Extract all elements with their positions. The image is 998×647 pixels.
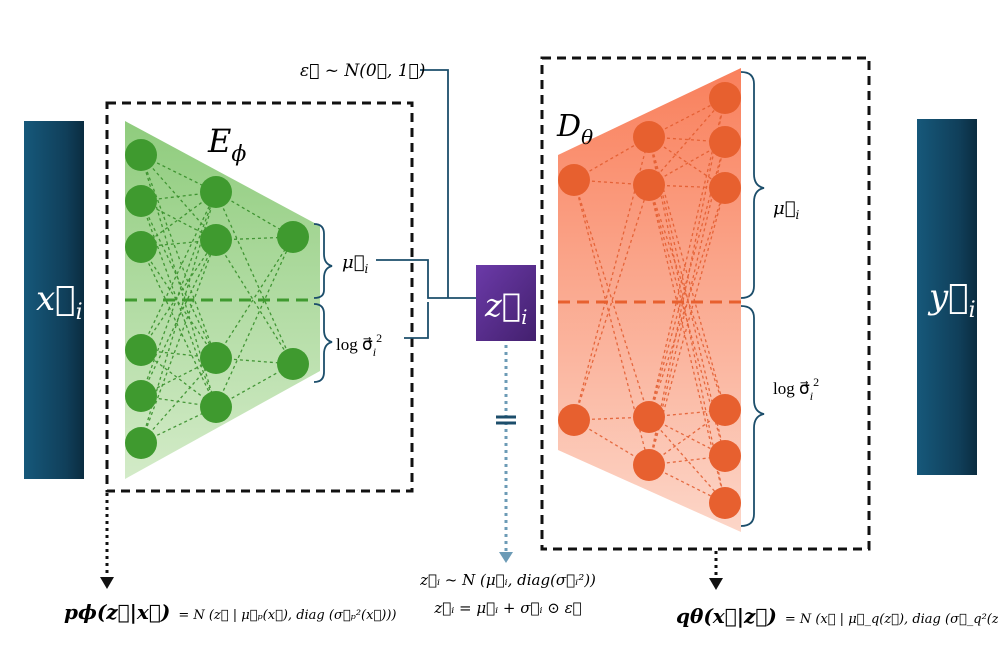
decoder-formula: qθ(x⃗|z⃗)= N (x⃗ | μ⃗_q(z⃗), diag (σ⃗_q²… [676,604,998,628]
encoder-node [277,348,309,380]
encoder-node [125,380,157,412]
sampling-line-2: z⃗ᵢ = μ⃗ᵢ + σ⃗ᵢ ⊙ ε⃗ [433,599,581,617]
decoder-mu-label: μ⃗i [773,198,800,222]
encoder-mu-label: μ⃗i [342,252,369,276]
decoder-nodes [558,82,741,519]
encoder-nodes [125,139,309,459]
decoder-node [709,440,741,472]
decoder-node [558,404,590,436]
decoder-box [540,56,871,551]
encoder-label: Eϕ [207,122,246,167]
decoder-mu-brace [740,71,765,299]
sampling-line-1: z⃗ᵢ ~ N (μ⃗ᵢ, diag(σ⃗ᵢ²)) [419,571,596,589]
encoder-node [200,342,232,374]
output-bar [917,119,977,475]
decoder-node [633,169,665,201]
input-bar [24,121,84,479]
decoder-logvar-label: log σ⃗i2 [773,375,819,403]
decoder-node [709,82,741,114]
decoder-logvar-brace [740,305,765,527]
mu-connector [376,259,478,299]
decoder-node [633,401,665,433]
encoder-mu-brace [313,223,333,299]
decoder-node [709,126,741,158]
decoder-node [709,487,741,519]
encoder-node [125,427,157,459]
noise-connector [420,69,449,298]
encoder-node [125,139,157,171]
encoder-node [200,176,232,208]
sampling-arrowhead [499,552,513,563]
encoder-node [200,224,232,256]
input-label: x⃗i [36,279,83,325]
encoder-node [277,221,309,253]
encoder-node [125,334,157,366]
encoder-node [200,391,232,423]
encoder-dist-arrowhead [100,577,114,589]
decoder-node [633,449,665,481]
encoder-box [105,101,414,493]
logvar-connector [404,302,429,339]
decoder-node [558,164,590,196]
encoder-node [125,185,157,217]
decoder-label: Dθ [556,109,593,149]
encoder-formula: pϕ(z⃗|x⃗)= N (z⃗ | μ⃗ₚ(x⃗), diag (σ⃗ₚ²(x… [64,600,396,624]
decoder-dist-arrowhead [709,578,723,590]
decoder-trapezoid [558,68,741,532]
decoder-node [633,121,665,153]
latent-box [476,265,536,341]
decoder-node [709,172,741,204]
output-label: y⃗i [927,277,976,323]
noise-label: ε⃗ ~ N(0⃗, 1⃗) [300,61,425,81]
encoder-logvar-brace [313,303,333,383]
latent-label: z⃗i [484,286,527,329]
decoder-node [709,394,741,426]
encoder-node [125,231,157,263]
encoder-logvar-label: log σ⃗i2 [336,331,382,359]
